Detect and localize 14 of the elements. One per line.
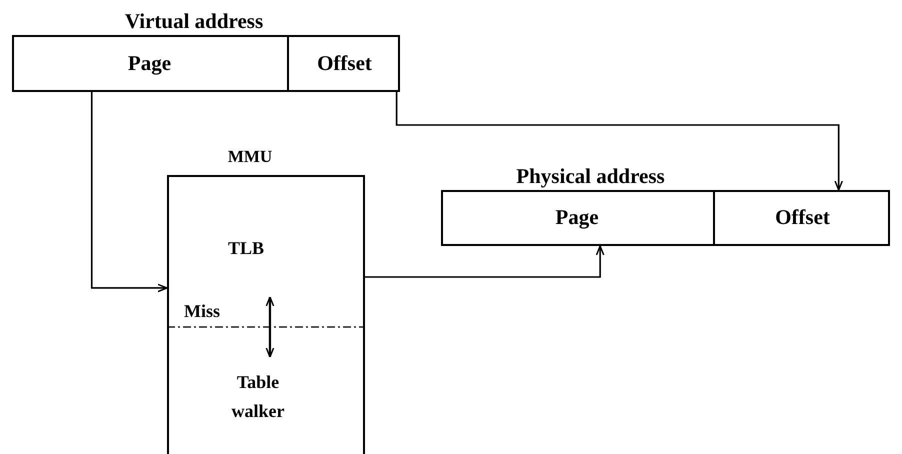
block-title: Virtual address (124, 8, 264, 34)
field-label: Offset (775, 204, 830, 232)
block-title: MMU (228, 146, 272, 168)
block-title: Physical address (516, 162, 665, 190)
arrow (90, 92, 168, 292)
field-label: Page (128, 50, 172, 77)
field-label: Offset (317, 50, 372, 77)
unit-label: Table walker (230, 371, 286, 423)
arrow (396, 92, 843, 191)
unit-label: TLB (226, 237, 266, 260)
arrow (365, 245, 604, 278)
arrow (266, 296, 274, 358)
edge-label: Miss (182, 302, 222, 320)
field-label: Page (555, 204, 599, 232)
